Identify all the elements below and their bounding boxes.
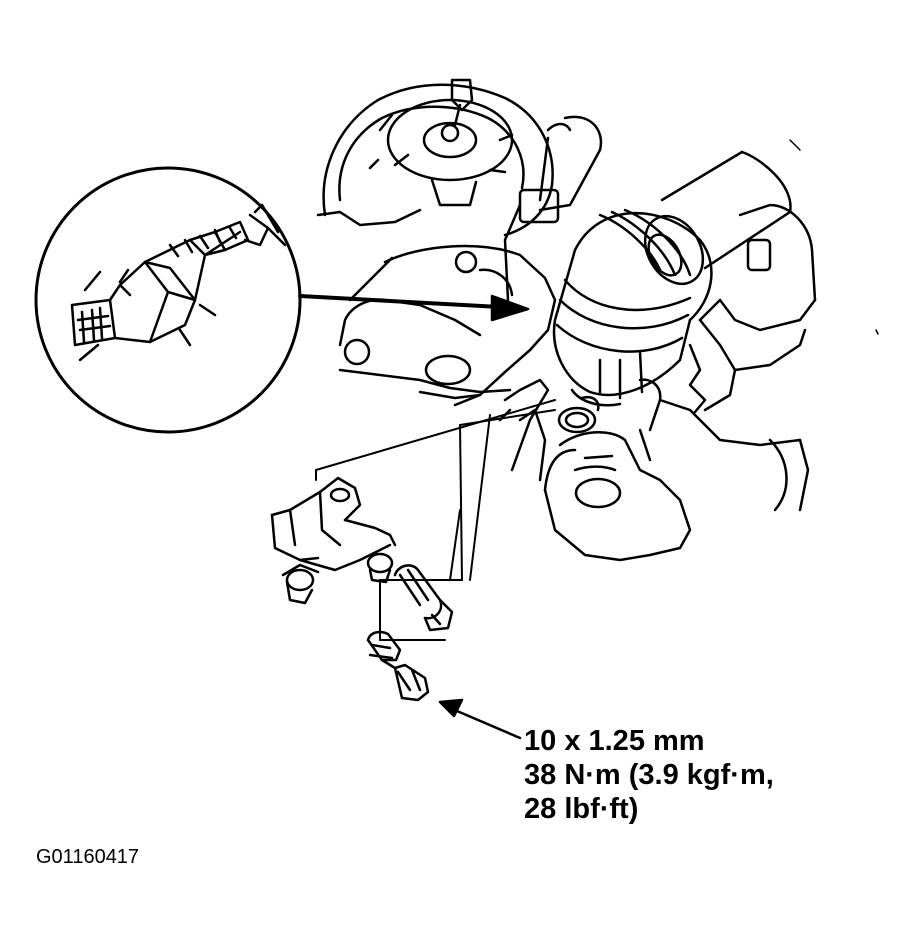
inset-pointer-arrow bbox=[300, 296, 528, 320]
o-ring-seal bbox=[559, 397, 598, 432]
bolt-spec-callout: 10 x 1.25 mm 38 N·m (3.9 kgf·m, 28 lbf·f… bbox=[524, 724, 774, 826]
lower-bracket bbox=[545, 432, 690, 560]
upper-housing bbox=[318, 80, 601, 300]
detail-inset bbox=[36, 168, 300, 432]
mount-bracket bbox=[272, 478, 395, 603]
bolt-callout-arrow bbox=[440, 700, 520, 738]
upper-bolt bbox=[395, 565, 452, 630]
stray-marks bbox=[790, 140, 878, 334]
figure-code: G01160417 bbox=[36, 846, 140, 868]
cv-joint-driveshaft bbox=[554, 152, 790, 405]
torque-label-line2: 28 lbf·ft) bbox=[524, 793, 639, 825]
lower-bolt bbox=[368, 632, 428, 700]
right-frame bbox=[640, 205, 815, 510]
engine-block bbox=[340, 246, 555, 480]
bolt-size-label: 10 x 1.25 mm bbox=[524, 725, 705, 757]
torque-label-line1: 38 N·m (3.9 kgf·m, bbox=[524, 759, 774, 791]
reference-lines bbox=[316, 400, 555, 640]
